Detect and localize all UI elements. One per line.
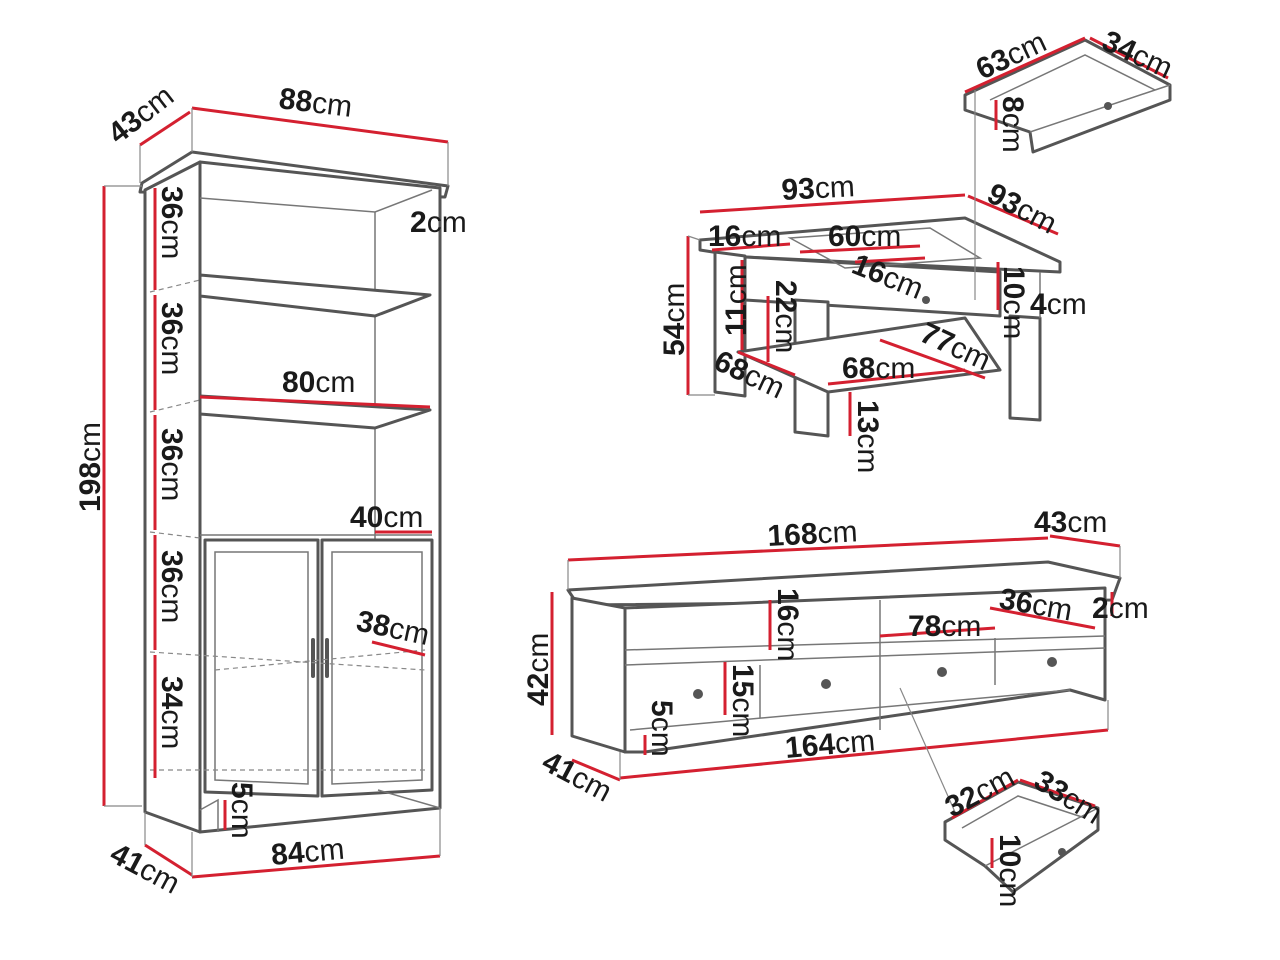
tv-stand-top-thickness-label: 2cm — [1092, 592, 1149, 625]
coffee-table-drawer-height-label: 10cm — [997, 266, 1030, 339]
coffee-table-height-label: 54cm — [658, 283, 691, 356]
tv-drawer-height-label: 10cm — [993, 834, 1026, 907]
bookcase-height-label: 198cm — [74, 422, 107, 512]
coffee-table-top-border-label: 16cm — [708, 220, 781, 253]
bookcase-inner-depth-label: 38cm — [354, 605, 433, 653]
table-drawer-height-label: 8cm — [996, 96, 1029, 153]
coffee-table-glass — [787, 227, 983, 269]
tv-stand-knob-4 — [1047, 657, 1057, 667]
shelf-height-1-label: 36cm — [155, 186, 188, 259]
bookcase-top-thickness-label: 2cm — [410, 206, 467, 239]
tv-stand-knob-3 — [937, 667, 947, 677]
tv-stand-height-label: 42cm — [522, 633, 555, 706]
coffee-table-shelf-gap-label: 22cm — [769, 280, 802, 353]
tv-stand-niche-depth-label: 36cm — [997, 582, 1075, 627]
tv-stand-base-width-label: 164cm — [784, 724, 877, 765]
coffee-table-width-label: 93cm — [781, 170, 856, 207]
shelf-height-3-label: 36cm — [155, 428, 188, 501]
door-handle-left — [311, 638, 315, 678]
bookcase-width-bottom-label: 84cm — [270, 833, 346, 872]
tv-drawer-knob — [1058, 848, 1066, 856]
shelf-height-4-label: 36cm — [155, 550, 188, 623]
tv-stand: 168cm 43cm 42cm 16cm 36cm 78cm 2cm 15cm … — [522, 506, 1149, 813]
bookcase: 43cm 88cm 198cm 2cm 36cm 36cm 36cm 36cm … — [74, 79, 467, 900]
table-drawer-knob — [1104, 102, 1112, 110]
coffee-table-glass-width-label: 60cm — [828, 220, 901, 253]
tv-stand-side — [570, 596, 627, 754]
shelf-height-5-label: 34cm — [155, 676, 188, 749]
table-drawer: 63cm 34cm 8cm — [963, 24, 1177, 154]
tv-stand-plinth-label: 5cm — [645, 700, 678, 757]
bookcase-right-door — [320, 538, 434, 798]
bookcase-depth-top-label: 43cm — [102, 79, 180, 150]
coffee-table-knob — [922, 296, 930, 304]
door-handle-right — [325, 638, 329, 678]
coffee-table-leg-clearance-label: 13cm — [851, 400, 884, 473]
bookcase-shelf-2 — [198, 394, 432, 430]
tv-stand-base-depth-label: 41cm — [537, 745, 617, 809]
tv-stand-niche-height-label: 16cm — [771, 588, 804, 661]
tv-drawer: 32cm 33cm 10cm — [940, 761, 1108, 908]
bookcase-shelf-width-label: 80cm — [282, 366, 355, 399]
bookcase-width-top-label: 88cm — [277, 82, 354, 124]
coffee-table-leg-front-right — [1008, 314, 1042, 422]
bookcase-plinth-label: 5cm — [225, 782, 258, 839]
tv-stand-width-label: 168cm — [767, 515, 859, 553]
tv-stand-knob-1 — [693, 689, 703, 699]
coffee-table-shelf-width-label: 68cm — [842, 352, 915, 385]
coffee-table: 93cm 93cm 54cm 16cm 60cm 16cm 10cm 4cm 1… — [658, 90, 1087, 473]
bookcase-left-door — [203, 538, 320, 798]
table-drawer-body — [963, 38, 1172, 154]
coffee-table-side-gap-label: 11cm — [720, 264, 753, 336]
shelf-height-2-label: 36cm — [155, 302, 188, 375]
tv-stand-knob-2 — [821, 679, 831, 689]
coffee-table-top-thickness-label: 4cm — [1030, 288, 1087, 321]
tv-stand-depth-label: 43cm — [1034, 506, 1107, 539]
tv-stand-drawer-front-label: 15cm — [726, 664, 759, 737]
tv-stand-niche-width-label: 78cm — [908, 610, 981, 643]
coffee-table-leg-back-left — [713, 250, 747, 398]
bookcase-cabinet-depth-label: 40cm — [350, 501, 423, 534]
bookcase-shelf-1 — [198, 273, 432, 318]
